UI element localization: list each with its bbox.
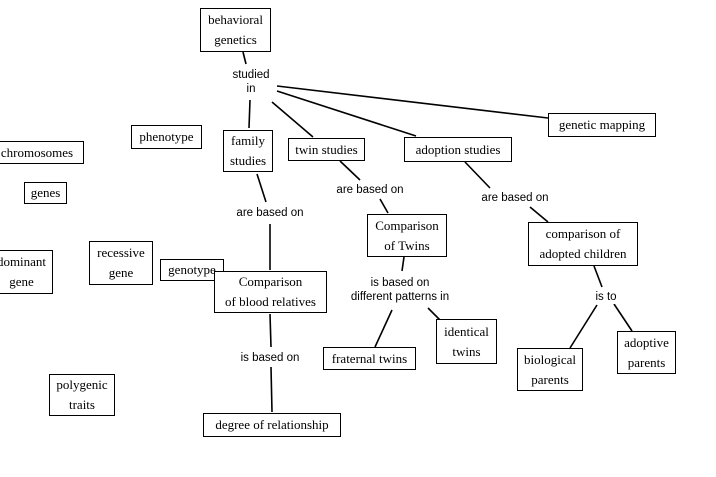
concept-comparison-of-blood-relatives[interactable]: Comparison of blood relatives [214, 271, 327, 313]
connector [464, 161, 491, 189]
connector [242, 51, 247, 65]
connector [276, 90, 417, 137]
connector [529, 206, 549, 223]
link-are-based-on-adoption[interactable]: are based on [481, 191, 549, 205]
connector [401, 256, 405, 272]
concept-dominant-gene[interactable]: dominant gene [0, 250, 53, 294]
concept-phenotype[interactable]: phenotype [131, 125, 202, 149]
link-are-based-on-twin[interactable]: are based on [336, 183, 404, 197]
concept-comparison-of-twins[interactable]: Comparison of Twins [367, 214, 447, 257]
link-is-based-on[interactable]: is based on [240, 351, 300, 365]
concept-adoption-studies[interactable]: adoption studies [404, 137, 512, 162]
connector [374, 309, 393, 348]
connector [613, 303, 633, 332]
connector [256, 173, 267, 203]
link-are-based-on-family[interactable]: are based on [236, 206, 304, 220]
concept-degree-of-relationship[interactable]: degree of relationship [203, 413, 341, 437]
connector [427, 307, 441, 321]
concept-identical-twins[interactable]: identical twins [436, 319, 497, 364]
concept-adoptive-parents[interactable]: adoptive parents [617, 331, 676, 374]
concept-genetic-mapping[interactable]: genetic mapping [548, 113, 656, 137]
connector [276, 85, 549, 119]
link-is-based-on-different-patterns[interactable]: is based on different patterns in [350, 276, 450, 304]
connector [248, 99, 251, 129]
concept-comparison-of-adopted-children[interactable]: comparison of adopted children [528, 222, 638, 266]
connector [269, 313, 272, 348]
concept-fraternal-twins[interactable]: fraternal twins [323, 347, 416, 370]
connector [270, 366, 273, 413]
concept-family-studies[interactable]: family studies [223, 130, 273, 172]
connector [271, 101, 314, 138]
link-is-to[interactable]: is to [595, 290, 617, 304]
concept-biological-parents[interactable]: biological parents [517, 348, 583, 391]
concept-genotype[interactable]: genotype [160, 259, 224, 281]
concept-chromosomes[interactable]: chromosomes [0, 141, 84, 164]
connector [569, 304, 598, 349]
concept-polygenic-traits[interactable]: polygenic traits [49, 374, 115, 416]
concept-twin-studies[interactable]: twin studies [288, 138, 365, 161]
connector [379, 198, 389, 214]
concept-genes[interactable]: genes [24, 182, 67, 204]
concept-recessive-gene[interactable]: recessive gene [89, 241, 153, 285]
link-studied-in[interactable]: studied in [232, 68, 270, 96]
connector [339, 160, 361, 181]
concept-behavioral-genetics[interactable]: behavioral genetics [200, 8, 271, 52]
connector [593, 265, 603, 288]
